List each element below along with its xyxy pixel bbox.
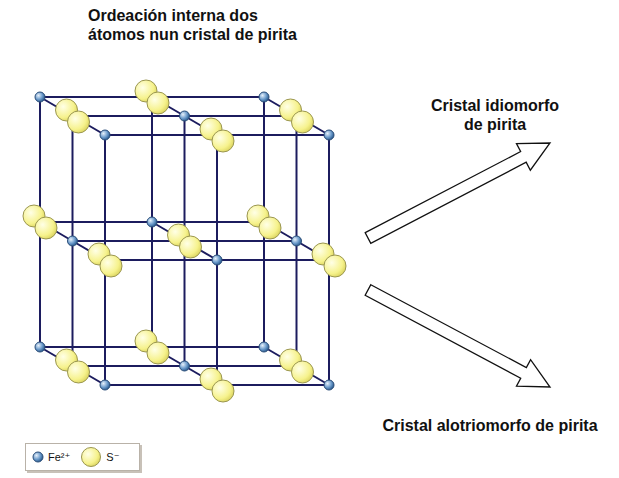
sulfur-atom bbox=[324, 255, 346, 277]
sulfur-atom bbox=[212, 380, 234, 402]
iron-atom bbox=[180, 361, 190, 371]
iron-sample bbox=[32, 446, 44, 468]
lattice-edge bbox=[217, 384, 329, 386]
lattice-edge bbox=[296, 116, 298, 241]
iron-atom bbox=[259, 92, 269, 102]
lattice-edge bbox=[73, 240, 185, 242]
crystal-label: Cristal idiomorfo de pirita bbox=[420, 96, 570, 134]
lattice-edge bbox=[152, 96, 264, 98]
sulfur-sample bbox=[80, 446, 102, 468]
sulfur-atom bbox=[147, 92, 169, 114]
lattice-edge bbox=[105, 259, 217, 261]
lattice-edge bbox=[185, 240, 297, 242]
lattice-lines bbox=[40, 97, 329, 385]
sulfur-atom bbox=[100, 255, 122, 277]
lattice-edge bbox=[40, 96, 152, 98]
iron-atom bbox=[35, 92, 45, 102]
crystal-label: Cristal alotriomorfo de pirita bbox=[380, 416, 600, 435]
lattice-edge bbox=[40, 346, 152, 348]
block-arrow bbox=[365, 285, 550, 387]
sulfur-atom bbox=[292, 361, 314, 383]
iron-atom bbox=[292, 236, 302, 246]
lattice-edge bbox=[73, 365, 185, 367]
lattice-edge bbox=[263, 97, 265, 222]
iron-atom bbox=[180, 111, 190, 121]
lattice-edge bbox=[217, 134, 329, 136]
lattice-edge bbox=[152, 221, 264, 223]
lattice-edge bbox=[40, 221, 152, 223]
iron-atom bbox=[147, 217, 157, 227]
lattice-edge bbox=[39, 97, 41, 222]
diagram-title: Ordeación interna dos átomos nun cristal… bbox=[88, 6, 303, 44]
legend-box: Fe²⁺ S⁻ bbox=[25, 443, 140, 471]
legend-text: S⁻ bbox=[106, 451, 119, 464]
sulfur-atom bbox=[212, 130, 234, 152]
iron-atom bbox=[100, 130, 110, 140]
lattice-edge bbox=[39, 222, 41, 347]
iron-atom bbox=[212, 255, 222, 265]
iron-atom bbox=[259, 342, 269, 352]
lattice-edge bbox=[263, 222, 265, 347]
lattice-edge bbox=[152, 346, 264, 348]
iron-atom bbox=[35, 342, 45, 352]
lattice-edge bbox=[328, 135, 330, 260]
lattice-edge bbox=[151, 97, 153, 222]
sulfur-atom bbox=[147, 342, 169, 364]
sulfur-atom bbox=[68, 361, 90, 383]
iron-atom bbox=[324, 130, 334, 140]
legend-entry: S⁻ bbox=[80, 446, 119, 468]
legend-text: Fe²⁺ bbox=[48, 451, 70, 464]
block-arrow bbox=[365, 143, 550, 243]
lattice-edge bbox=[105, 134, 217, 136]
sulfur-atom bbox=[292, 111, 314, 133]
lattice-edge bbox=[185, 115, 297, 117]
sulfur-atom bbox=[180, 236, 202, 258]
lattice-edge bbox=[217, 259, 329, 261]
iron-atom bbox=[324, 380, 334, 390]
sulfur-atom bbox=[68, 111, 90, 133]
lattice-edge bbox=[105, 384, 217, 386]
lattice-edge bbox=[296, 241, 298, 366]
lattice-edge bbox=[151, 222, 153, 347]
lattice-edge bbox=[73, 115, 185, 117]
legend-entry: Fe²⁺ bbox=[32, 446, 70, 468]
lattice-edge bbox=[328, 260, 330, 385]
atoms bbox=[23, 80, 346, 402]
iron-atom bbox=[100, 380, 110, 390]
lattice-edge bbox=[185, 365, 297, 367]
sulfur-atom bbox=[259, 217, 281, 239]
sulfur-atom bbox=[35, 217, 57, 239]
iron-atom bbox=[68, 236, 78, 246]
